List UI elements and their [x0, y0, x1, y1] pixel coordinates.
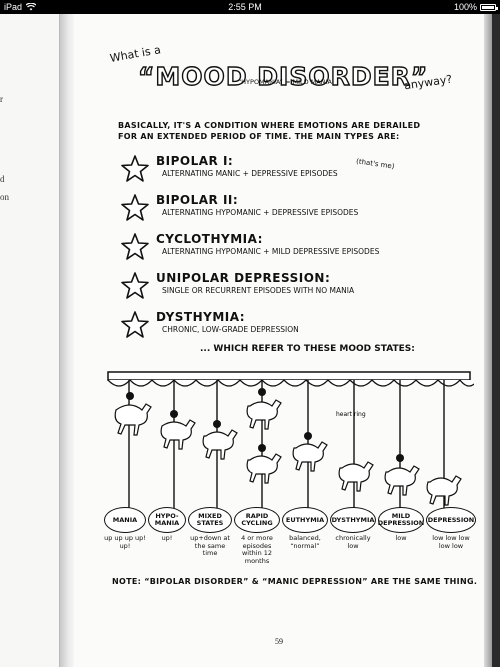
type-name: CYCLOTHYMIA:: [156, 232, 263, 246]
star-icon: [121, 194, 149, 221]
state-note: up up up up! up!: [104, 534, 146, 550]
previous-page[interactable]: r d on: [0, 14, 60, 667]
left-page-fragment: on: [0, 192, 9, 202]
state-dysthymia: DYSTHYMIA: [330, 507, 376, 533]
type-bipolar-1: BIPOLAR I: ALTERNATING MANIC + DEPRESSIV…: [120, 154, 450, 193]
type-description: SINGLE OR RECURRENT EPISODES WITH NO MAN…: [162, 286, 355, 295]
heart-ring-note: heart ring: [336, 411, 366, 418]
state-depression: DEPRESSION: [426, 507, 476, 533]
wifi-icon: [26, 3, 37, 11]
carousel-illustration: heart ring: [107, 371, 474, 512]
state-note: balanced, “normal”: [289, 534, 321, 550]
page-number: 59: [275, 637, 283, 646]
status-bar: iPad 2:55 PM 100%: [0, 0, 500, 14]
disorder-types-list: BIPOLAR I: ALTERNATING MANIC + DEPRESSIV…: [120, 154, 450, 349]
type-name: DYSTHYMIA:: [156, 310, 246, 324]
type-unipolar-depression: UNIPOLAR DEPRESSION: SINGLE OR RECURRENT…: [120, 271, 450, 310]
device-label: iPad: [4, 2, 23, 12]
left-page-fragment: r: [0, 94, 3, 104]
type-description: CHRONIC, LOW-GRADE DEPRESSION: [162, 325, 299, 334]
state-euthymia: EUTHYMIA: [282, 507, 328, 533]
left-page-fragment: d: [0, 174, 5, 184]
type-description: ALTERNATING MANIC + DEPRESSIVE EPISODES: [162, 169, 338, 178]
state-note: chronically low: [335, 534, 371, 550]
footnote: NOTE: “BIPOLAR DISORDER” & “MANIC DEPRES…: [112, 577, 478, 586]
state-note: low: [395, 534, 407, 542]
star-icon: [121, 155, 149, 182]
carousel-horses: [114, 399, 462, 506]
mood-states-row: MANIA HYPO-MANIA MIXED STATES RAPID CYCL…: [104, 507, 480, 543]
status-right: 100%: [453, 2, 498, 12]
carousel-poles: [128, 380, 445, 512]
page-title: “MOOD DISORDER”: [137, 61, 429, 91]
book-gutter: [60, 14, 74, 667]
type-dysthymia: DYSTHYMIA: CHRONIC, LOW-GRADE DEPRESSION: [120, 310, 450, 349]
battery-percent: 100%: [453, 2, 477, 12]
star-icon: [121, 233, 149, 260]
current-page[interactable]: What is a “MOOD DISORDER” anyway? BASICA…: [74, 14, 492, 667]
clock: 2:55 PM: [228, 2, 262, 12]
type-description: ALTERNATING HYPOMANIC + MILD DEPRESSIVE …: [162, 247, 380, 256]
carousel-canopy: [107, 371, 474, 387]
mood-states-heading: ... WHICH REFER TO THESE MOOD STATES:: [200, 344, 415, 354]
type-name: UNIPOLAR DEPRESSION:: [156, 271, 331, 285]
note-hypomania: “HYPOMANIA” = MILD MANIA: [238, 78, 332, 86]
battery-icon: [479, 3, 498, 11]
state-rapid-cycling: RAPID CYCLING: [234, 507, 280, 533]
state-mixed: MIXED STATES: [188, 507, 232, 533]
page-edge: [484, 14, 492, 667]
state-mild-depression: MILD DEPRESSION: [378, 507, 424, 533]
state-mania: MANIA: [104, 507, 146, 533]
state-note: low low low low low: [432, 534, 470, 550]
carousel-riders: [126, 388, 404, 462]
type-cyclothymia: CYCLOTHYMIA: ALTERNATING HYPOMANIC + MIL…: [120, 232, 450, 271]
mood-state-notes: up up up up! up! up! up+down at the same…: [104, 534, 480, 575]
state-hypomania: HYPO-MANIA: [148, 507, 186, 533]
type-name: BIPOLAR I:: [156, 154, 234, 168]
type-name: BIPOLAR II:: [156, 193, 239, 207]
type-bipolar-2: BIPOLAR II: ALTERNATING HYPOMANIC + DEPR…: [120, 193, 450, 232]
state-note: up!: [161, 534, 173, 542]
intro-text: BASICALLY, IT'S A CONDITION WHERE EMOTIO…: [118, 121, 421, 141]
star-icon: [121, 272, 149, 299]
type-description: ALTERNATING HYPOMANIC + DEPRESSIVE EPISO…: [162, 208, 359, 217]
status-left: iPad: [4, 2, 37, 12]
state-note: up+down at the same time: [190, 534, 230, 557]
book-view[interactable]: r d on What is a “MOOD DISORDER” anyway?…: [0, 14, 500, 667]
star-icon: [121, 311, 149, 338]
state-note: 4 or more episodes within 12 months: [241, 534, 273, 565]
